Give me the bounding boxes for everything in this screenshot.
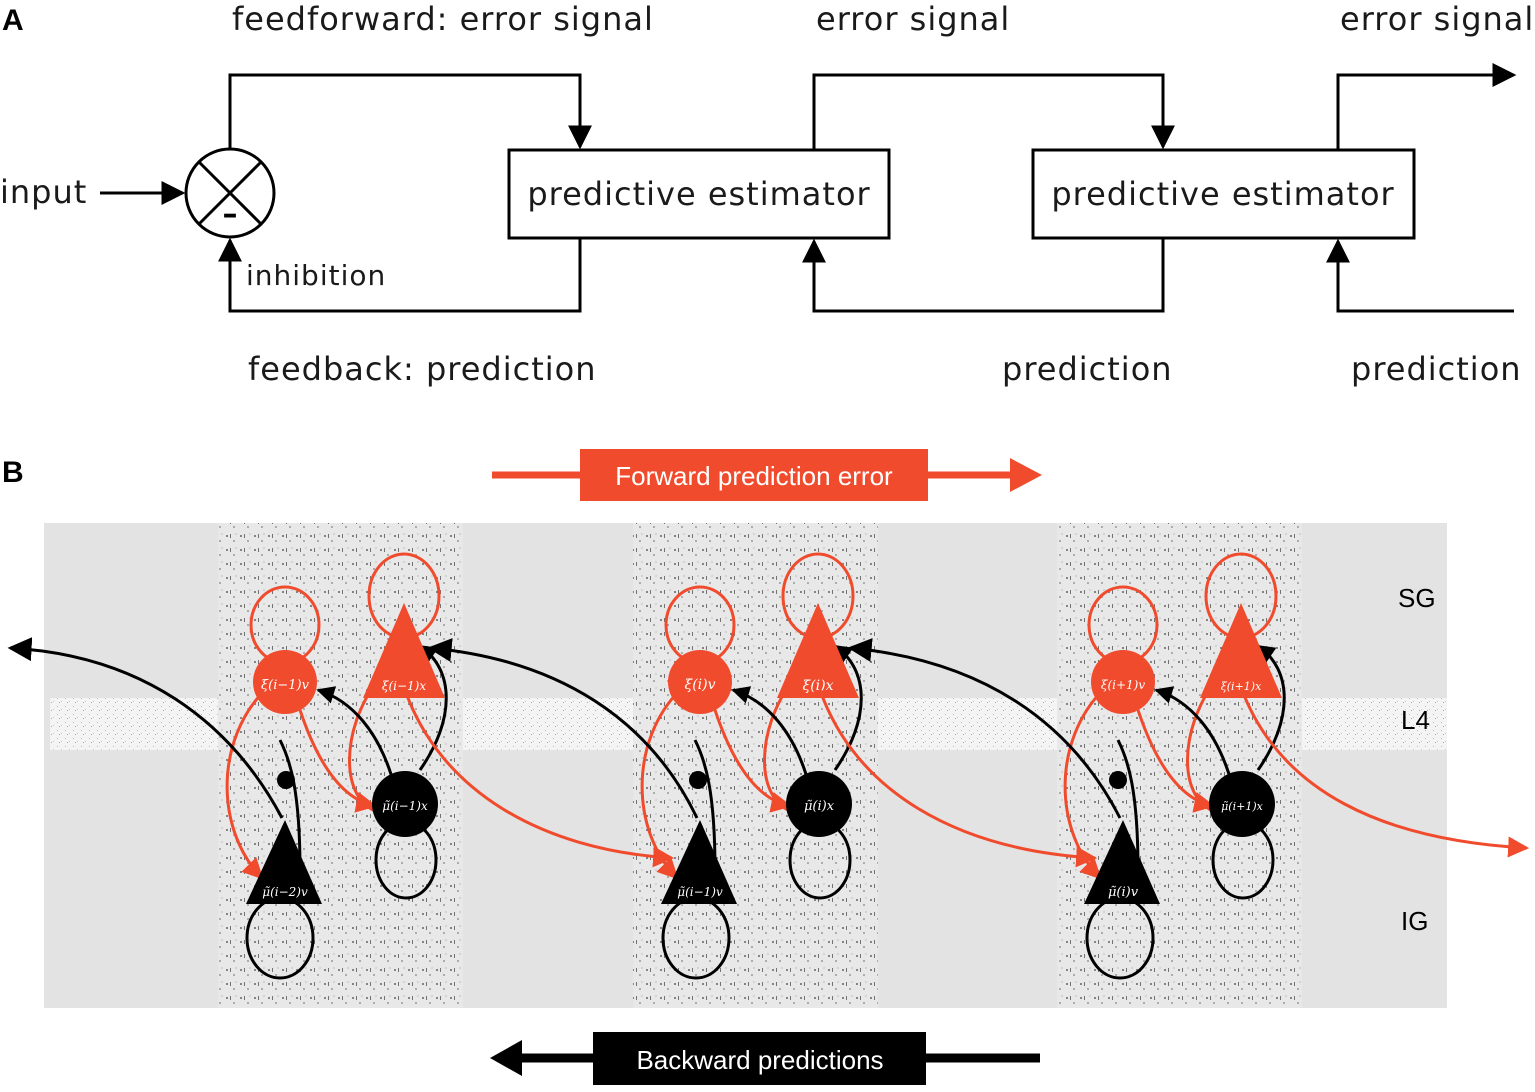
estimator-label-1: predictive estimator — [527, 175, 870, 213]
feedback-label: feedback: prediction — [248, 350, 597, 388]
xi-x-node-1 — [363, 603, 445, 698]
minus-sign: – — [223, 197, 238, 232]
mu-x-node-2 — [786, 771, 852, 837]
xi-x-node-3 — [1200, 603, 1282, 698]
mu-x-label-1: μ̃(i−1)x — [382, 799, 428, 813]
prediction-label-2: prediction — [1002, 350, 1173, 388]
estimator-label-2: predictive estimator — [1051, 175, 1394, 213]
column-texture-3 — [1057, 523, 1302, 1008]
forward-error-arrow-2 — [818, 689, 1098, 868]
xi-v-label-1: ξ(i−1)v — [261, 678, 310, 693]
mu-x-node-1 — [372, 771, 438, 837]
backward-prediction-arrow-1 — [427, 638, 699, 819]
mu-x-label-3: μ̃(i+1)x — [1221, 800, 1263, 813]
backward-prediction-arrow-out — [7, 637, 284, 819]
mu-v-node-3 — [1084, 820, 1160, 904]
xi-v-label-3: ξ(i+1)v — [1101, 678, 1146, 692]
xi-v-node-1 — [253, 650, 317, 714]
feedback-arrow-1 — [218, 237, 582, 313]
xi-x-label-1: ξ(i−1)x — [382, 679, 427, 693]
error-signal-label-3: error signal — [1340, 0, 1534, 38]
layer-sg-label: SG — [1398, 583, 1436, 613]
feedforward-label: feedforward: error signal — [232, 0, 654, 38]
column-3: ξ(i+1)v ξ(i+1)x μ̃(i+1)x μ̃(i)v — [1063, 552, 1286, 980]
mu-v-label-1: μ̃(i−2)v — [262, 885, 308, 899]
error-signal-label-2: error signal — [816, 0, 1010, 38]
estimator-box-2 — [1031, 148, 1416, 240]
feedforward-arrow-1 — [228, 73, 592, 150]
panel-b: B Forward prediction error SG L4 IG — [2, 449, 1530, 1085]
input-label: input — [0, 173, 87, 211]
column-2: ξ(i)v ξ(i)x μ̃(i)x μ̃(i−1)v — [640, 552, 863, 980]
column-texture-1 — [218, 523, 463, 1008]
forward-error-label: Forward prediction error — [615, 461, 893, 491]
forward-error-arrow-1 — [403, 689, 675, 868]
column-texture-2 — [633, 523, 878, 1008]
mu-v-label-2: μ̃(i−1)v — [677, 885, 723, 899]
mu-v-node-2 — [661, 820, 737, 904]
forward-error-banner: Forward prediction error — [492, 449, 1042, 501]
layer-l4-label: L4 — [1401, 705, 1430, 735]
column-1: ξ(i−1)v ξ(i−1)x μ̃(i−1)x μ̃(i−2)v — [225, 552, 448, 980]
mu-v-label-3: μ̃(i)v — [1108, 885, 1139, 900]
prediction-label-3: prediction — [1351, 350, 1522, 388]
xi-x-label-2: ξ(i)x — [802, 678, 833, 694]
error-arrow-2 — [812, 73, 1175, 150]
estimator-box-1 — [507, 148, 891, 240]
mu-v-node-1 — [246, 820, 322, 904]
error-arrow-3 — [1336, 63, 1517, 150]
inhibition-label: inhibition — [246, 259, 386, 292]
mu-x-label-2: μ̃(i)x — [804, 799, 835, 814]
xi-v-label-2: ξ(i)v — [684, 677, 715, 693]
xi-v-node-3 — [1091, 650, 1155, 714]
prediction-arrow-3 — [1326, 238, 1514, 313]
panel-b-letter: B — [2, 456, 24, 489]
layer-ig-label: IG — [1401, 906, 1428, 936]
xi-v-node-2 — [668, 650, 732, 714]
xi-x-node-2 — [777, 603, 859, 698]
comparator-node: – — [184, 147, 276, 239]
panel-a: A feedforward: error signal error signal… — [0, 0, 1534, 388]
xi-x-label-3: ξ(i+1)x — [1221, 680, 1262, 693]
prediction-arrow-2 — [802, 238, 1165, 313]
backward-prediction-arrow-2 — [847, 638, 1122, 819]
forward-error-arrow-out — [1240, 689, 1530, 858]
backward-prediction-label: Backward predictions — [636, 1045, 883, 1075]
mu-x-node-3 — [1209, 771, 1275, 837]
backward-prediction-banner: Backward predictions — [490, 1032, 1040, 1085]
panel-a-letter: A — [2, 4, 24, 37]
